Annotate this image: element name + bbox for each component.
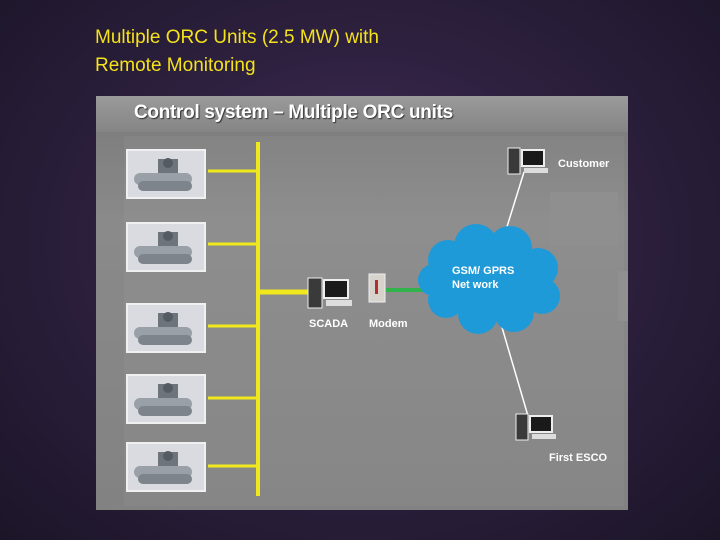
orc-unit-icon <box>134 158 192 191</box>
scada-computer-icon <box>307 277 352 309</box>
orc-unit-4 <box>126 374 206 424</box>
network-label-line-2: Net work <box>452 279 499 291</box>
first-esco-label: First ESCO <box>549 452 608 464</box>
customer-label: Customer <box>558 158 610 170</box>
figure-title: Control system – Multiple ORC units <box>134 102 453 123</box>
orc-unit-icon <box>134 231 192 264</box>
control-system-figure: Control system – Multiple ORC units <box>96 96 628 510</box>
slide-title: Multiple ORC Units (2.5 MW) with Remote … <box>95 24 515 80</box>
network-label: GSM/ GPRS Net work <box>452 264 514 292</box>
modem-label: Modem <box>369 318 408 330</box>
orc-unit-1 <box>126 149 206 199</box>
orc-unit-icon <box>134 383 192 416</box>
esco-computer-icon <box>515 413 556 441</box>
slide-title-line-2: Remote Monitoring <box>95 55 256 76</box>
cloud-to-esco-link <box>500 323 529 417</box>
scada-label: SCADA <box>309 318 349 330</box>
orc-unit-3 <box>126 303 206 353</box>
edge-panel-2 <box>618 271 628 321</box>
diagram-panel <box>124 136 624 506</box>
network-label-line-1: GSM/ GPRS <box>452 265 515 277</box>
orc-unit-icon <box>134 312 192 345</box>
slide-title-line-1: Multiple ORC Units (2.5 MW) with <box>95 27 379 48</box>
diagram-canvas <box>208 142 628 496</box>
modem-icon <box>368 273 386 303</box>
edge-panel-1 <box>550 192 618 246</box>
gsm-gprs-cloud <box>418 224 560 334</box>
orc-unit-icon <box>134 451 192 484</box>
orc-unit-5 <box>126 442 206 492</box>
customer-computer-icon <box>507 147 548 175</box>
figure-header: Control system – Multiple ORC units <box>96 96 628 132</box>
orc-unit-2 <box>126 222 206 272</box>
